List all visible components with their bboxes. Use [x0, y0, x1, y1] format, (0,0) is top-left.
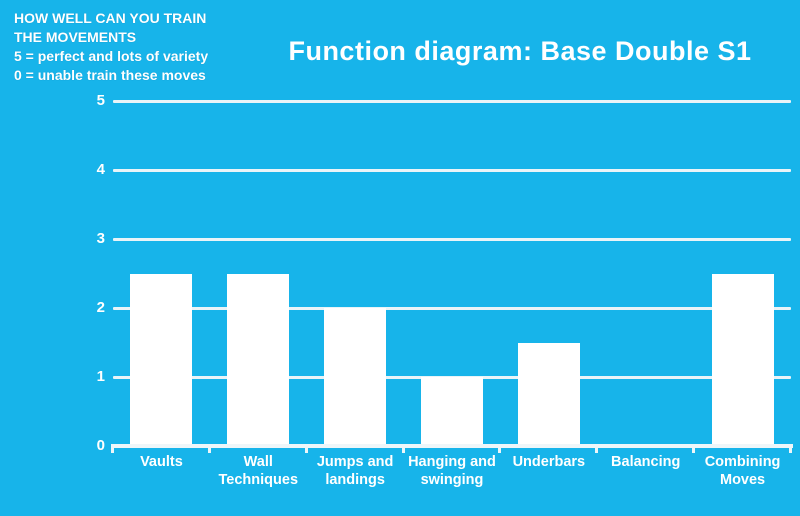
x-axis-tick	[789, 444, 792, 453]
x-axis-category-label: Underbars	[512, 454, 586, 470]
annotation-line: THE MOVEMENTS	[14, 29, 137, 45]
x-axis-category-label: Jumps and landings	[316, 454, 394, 488]
y-axis-tick-label: 4	[96, 161, 105, 178]
x-axis-category-label: Combining Moves	[704, 454, 781, 488]
gridline	[113, 168, 791, 172]
gridline	[113, 306, 791, 310]
bar	[421, 377, 483, 444]
annotation-line: 0 = unable train these moves	[14, 67, 206, 83]
chart-title: Function diagram: Base Double S1	[288, 36, 752, 66]
x-axis-tick	[498, 444, 502, 453]
bar	[324, 308, 387, 444]
gridline	[113, 99, 791, 103]
x-axis-category-label: Wall Techniques	[218, 454, 299, 488]
y-axis-tick-label: 2	[96, 299, 105, 316]
bar	[130, 273, 193, 444]
x-axis-tick	[207, 444, 211, 453]
x-axis-tick	[595, 444, 599, 453]
x-axis-line	[111, 444, 793, 448]
x-axis-tick	[692, 444, 696, 453]
y-axis-tick-label: 3	[96, 230, 105, 247]
gridline	[113, 237, 791, 241]
chart-annotation: HOW WELL CAN YOU TRAIN THE MOVEMENTS 5 =…	[14, 9, 208, 85]
bar	[517, 342, 580, 444]
x-axis-category-label: Balancing	[611, 454, 681, 470]
annotation-line: 5 = perfect and lots of variety	[14, 48, 209, 64]
bar	[227, 273, 290, 444]
annotation-line: HOW WELL CAN YOU TRAIN	[14, 10, 207, 26]
y-axis-tick-label: 0	[96, 437, 105, 454]
x-axis-tick	[111, 444, 114, 453]
x-axis-category-label: Hanging and swinging	[408, 454, 496, 488]
bar	[711, 273, 774, 444]
y-axis-tick-label: 1	[96, 368, 105, 385]
x-axis-tick	[304, 444, 308, 453]
x-axis-category-label: Vaults	[140, 454, 183, 470]
y-axis-tick-label: 5	[96, 92, 105, 109]
x-axis-tick	[401, 444, 405, 453]
